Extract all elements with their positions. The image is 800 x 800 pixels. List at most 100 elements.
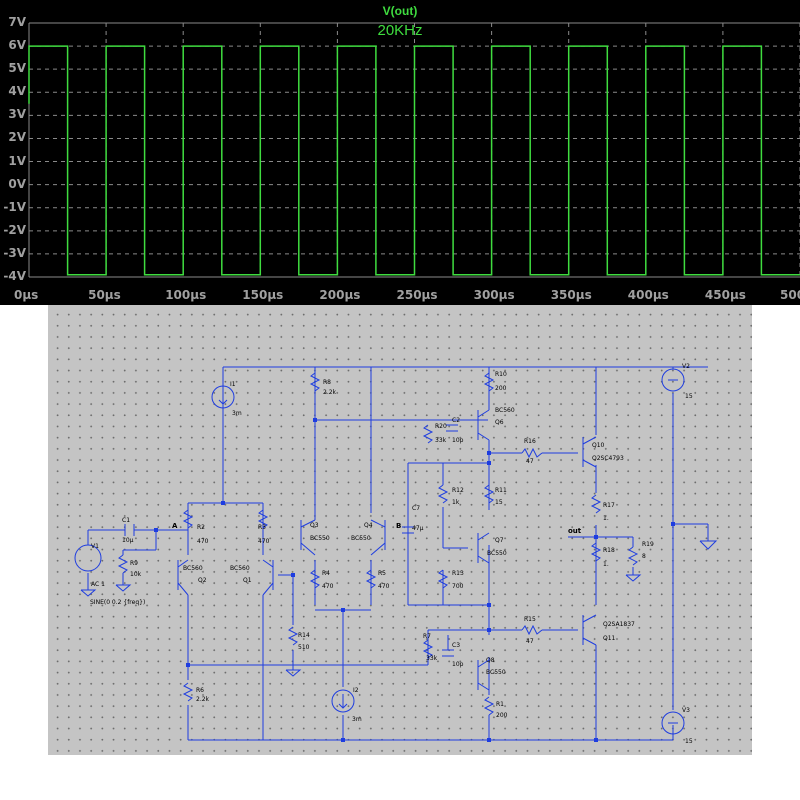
schematic-wiring xyxy=(74,366,718,742)
r13-label: R13 xyxy=(452,570,464,577)
r19-label: R19 xyxy=(642,541,654,548)
v1-ac: AC 1 xyxy=(91,581,105,588)
v1-label: V1 xyxy=(91,543,99,550)
r6-value: 2.2k xyxy=(196,696,210,703)
x-tick-label: 400µs xyxy=(627,288,669,302)
r7-value: 33k xyxy=(426,655,438,662)
q8-label: Q8 xyxy=(486,657,495,664)
q11-model: Q2SA1837 xyxy=(603,621,635,628)
r6-label: R6 xyxy=(196,687,204,694)
y-tick-label: 7V xyxy=(8,15,26,29)
x-tick-label: 250µs xyxy=(396,288,438,302)
frequency-label: 20KHz xyxy=(377,22,423,39)
x-tick-label: 300µs xyxy=(473,288,515,302)
r14-value: 510 xyxy=(298,644,310,651)
r11-value: 15 xyxy=(495,499,503,506)
y-tick-label: 2V xyxy=(8,130,26,145)
c2-label: C2 xyxy=(452,417,461,424)
q6-model: BC560 xyxy=(495,407,515,414)
r16-value: 47 xyxy=(526,458,534,465)
y-tick-label: 6V xyxy=(8,38,26,53)
r8-value: 2.2k xyxy=(323,389,337,396)
v2-label: V2 xyxy=(682,363,690,370)
r2-label: R2 xyxy=(197,524,205,531)
r17-label: R17 xyxy=(603,502,615,509)
q4-label: Q4 xyxy=(364,522,373,529)
x-tick-label: 100µs xyxy=(165,288,207,302)
q8-model: BC550 xyxy=(486,669,506,676)
schematic-editor[interactable]: I1 3m R8 2.2k R10 200 BC560 Q6 R20 33k C… xyxy=(48,305,752,755)
x-tick-label: 350µs xyxy=(550,288,592,302)
r1-value: 200 xyxy=(496,712,508,719)
q1-name: Q1 xyxy=(243,577,252,584)
r15-value: 47 xyxy=(526,638,534,645)
r9-label: R9 xyxy=(130,560,138,567)
q10-label: Q10 xyxy=(592,442,605,449)
x-tick-label: 500 xyxy=(780,288,800,302)
r20-value: 33k xyxy=(435,437,447,444)
y-tick-label: 3V xyxy=(8,107,26,122)
y-tick-label: 0V xyxy=(8,176,26,191)
r20-label: R20 xyxy=(435,423,447,430)
q6-name: Q6 xyxy=(495,419,504,426)
r18-label: R18 xyxy=(603,547,615,554)
r16-label: R16 xyxy=(524,438,536,445)
c2-value: 10p xyxy=(452,437,464,444)
r8-label: R8 xyxy=(323,379,331,386)
q2-name: Q2 xyxy=(198,577,207,584)
r5-label: R5 xyxy=(378,570,386,577)
x-tick-label: 450µs xyxy=(704,288,746,302)
node-b-label: B xyxy=(396,522,402,530)
r12-label: R12 xyxy=(452,487,464,494)
v1-sine-spec: SINE(0 0.2 {freq}) xyxy=(90,599,146,606)
q10-model: Q2SC4793 xyxy=(592,455,624,462)
r14-label: R14 xyxy=(298,632,310,639)
r9-value: 10k xyxy=(130,571,142,578)
x-tick-label: 50µs xyxy=(88,288,121,302)
y-tick-label: 4V xyxy=(8,84,26,99)
r18-value: 1. xyxy=(603,561,609,568)
trace-vout xyxy=(28,45,800,276)
c3-value: 10p xyxy=(452,661,464,668)
r5-value: 470 xyxy=(378,583,390,590)
r13-value: 700 xyxy=(452,583,464,590)
r15-label: R15 xyxy=(524,616,536,623)
r4-value: 470 xyxy=(322,583,334,590)
net-out-label: out xyxy=(568,527,582,535)
x-tick-label: 200µs xyxy=(319,288,361,302)
y-tick-label: -2V xyxy=(3,222,26,237)
r12-value: 1k xyxy=(452,499,460,506)
c1-value: 10µ xyxy=(122,537,134,544)
x-tick-label: 0µs xyxy=(14,288,39,302)
i1-label: I1 xyxy=(230,381,236,388)
v3-value: 15 xyxy=(685,738,693,745)
r4-label: R4 xyxy=(322,570,330,577)
q11-name: Q11 xyxy=(603,635,616,642)
y-tick-label: -3V xyxy=(3,245,26,260)
r7-label: R7 xyxy=(423,633,431,640)
i2-value: 3m xyxy=(352,716,362,723)
q1-model: BC560 xyxy=(230,565,250,572)
y-tick-label: 5V xyxy=(8,61,26,76)
v2-value: 15 xyxy=(685,393,693,400)
trace-name-label[interactable]: V(out) xyxy=(382,4,418,18)
q3-label: Q3 xyxy=(310,522,319,529)
x-tick-label: 150µs xyxy=(242,288,284,302)
c3-label: C3 xyxy=(452,642,461,649)
v3-label: V3 xyxy=(682,707,690,714)
r10-value: 200 xyxy=(495,385,507,392)
q2-model: BC560 xyxy=(183,565,203,572)
r17-value: 1. xyxy=(603,515,609,522)
i1-value: 3m xyxy=(232,410,242,417)
q4-model: BC550 xyxy=(351,535,371,542)
r1-label: R1 xyxy=(496,701,504,708)
r19-value: 8 xyxy=(642,553,646,560)
r10-label: R10 xyxy=(495,371,507,378)
r3-label: R3 xyxy=(258,524,266,531)
q7-model: BC550 xyxy=(487,550,507,557)
y-tick-label: -4V xyxy=(3,269,26,283)
c7-value: 47µ xyxy=(412,525,424,532)
r2-value: 470 xyxy=(197,538,209,545)
r11-label: R11 xyxy=(495,487,507,494)
